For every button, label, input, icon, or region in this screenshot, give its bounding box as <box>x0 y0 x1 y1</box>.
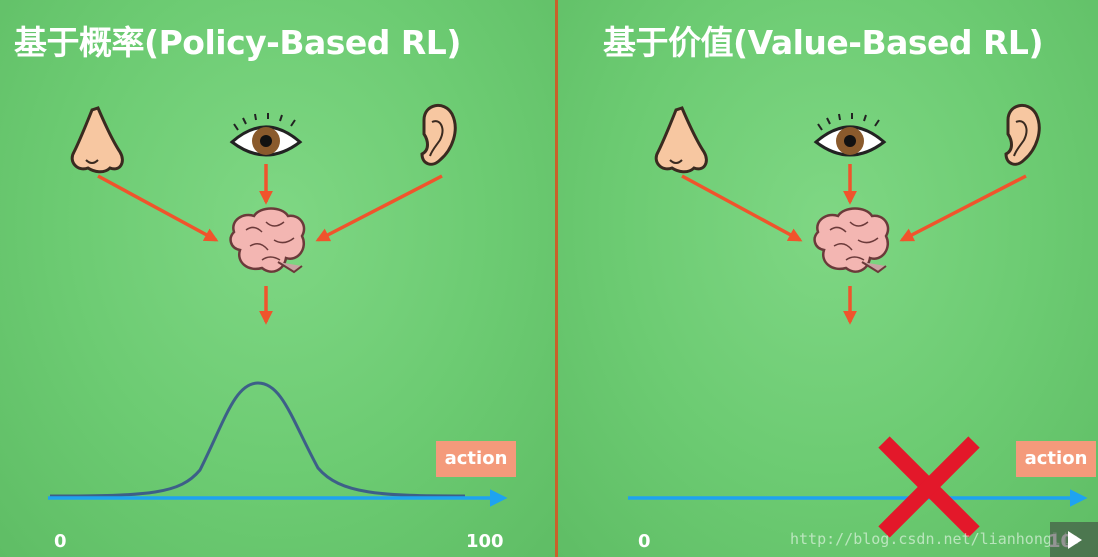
cross-mark <box>884 442 974 532</box>
ear-arrow <box>318 176 442 240</box>
eye-icon <box>816 113 884 155</box>
brain-icon <box>231 209 304 273</box>
axis-end-label: 100 <box>466 531 504 552</box>
probability-curve <box>50 383 465 496</box>
watermark: http://blog.csdn.net/lianhonglin <box>790 530 1079 548</box>
policy-based-panel: 基于概率(Policy-Based RL) <box>0 0 555 557</box>
nose-icon <box>656 108 706 172</box>
ear-icon <box>422 105 455 164</box>
value-based-panel: 基于价值(Value-Based RL) <box>558 0 1098 557</box>
ear-arrow <box>902 176 1026 240</box>
axis-start-label: 0 <box>638 531 651 552</box>
eye-icon <box>232 113 300 155</box>
ear-icon <box>1006 105 1039 164</box>
nose-arrow <box>98 176 216 240</box>
nose-arrow <box>682 176 800 240</box>
play-icon <box>1068 531 1082 549</box>
action-label: action <box>1016 441 1096 477</box>
brain-icon <box>815 209 888 273</box>
nose-icon <box>72 108 122 172</box>
action-label: action <box>436 441 516 477</box>
axis-start-label: 0 <box>54 531 67 552</box>
play-button[interactable] <box>1050 522 1098 557</box>
